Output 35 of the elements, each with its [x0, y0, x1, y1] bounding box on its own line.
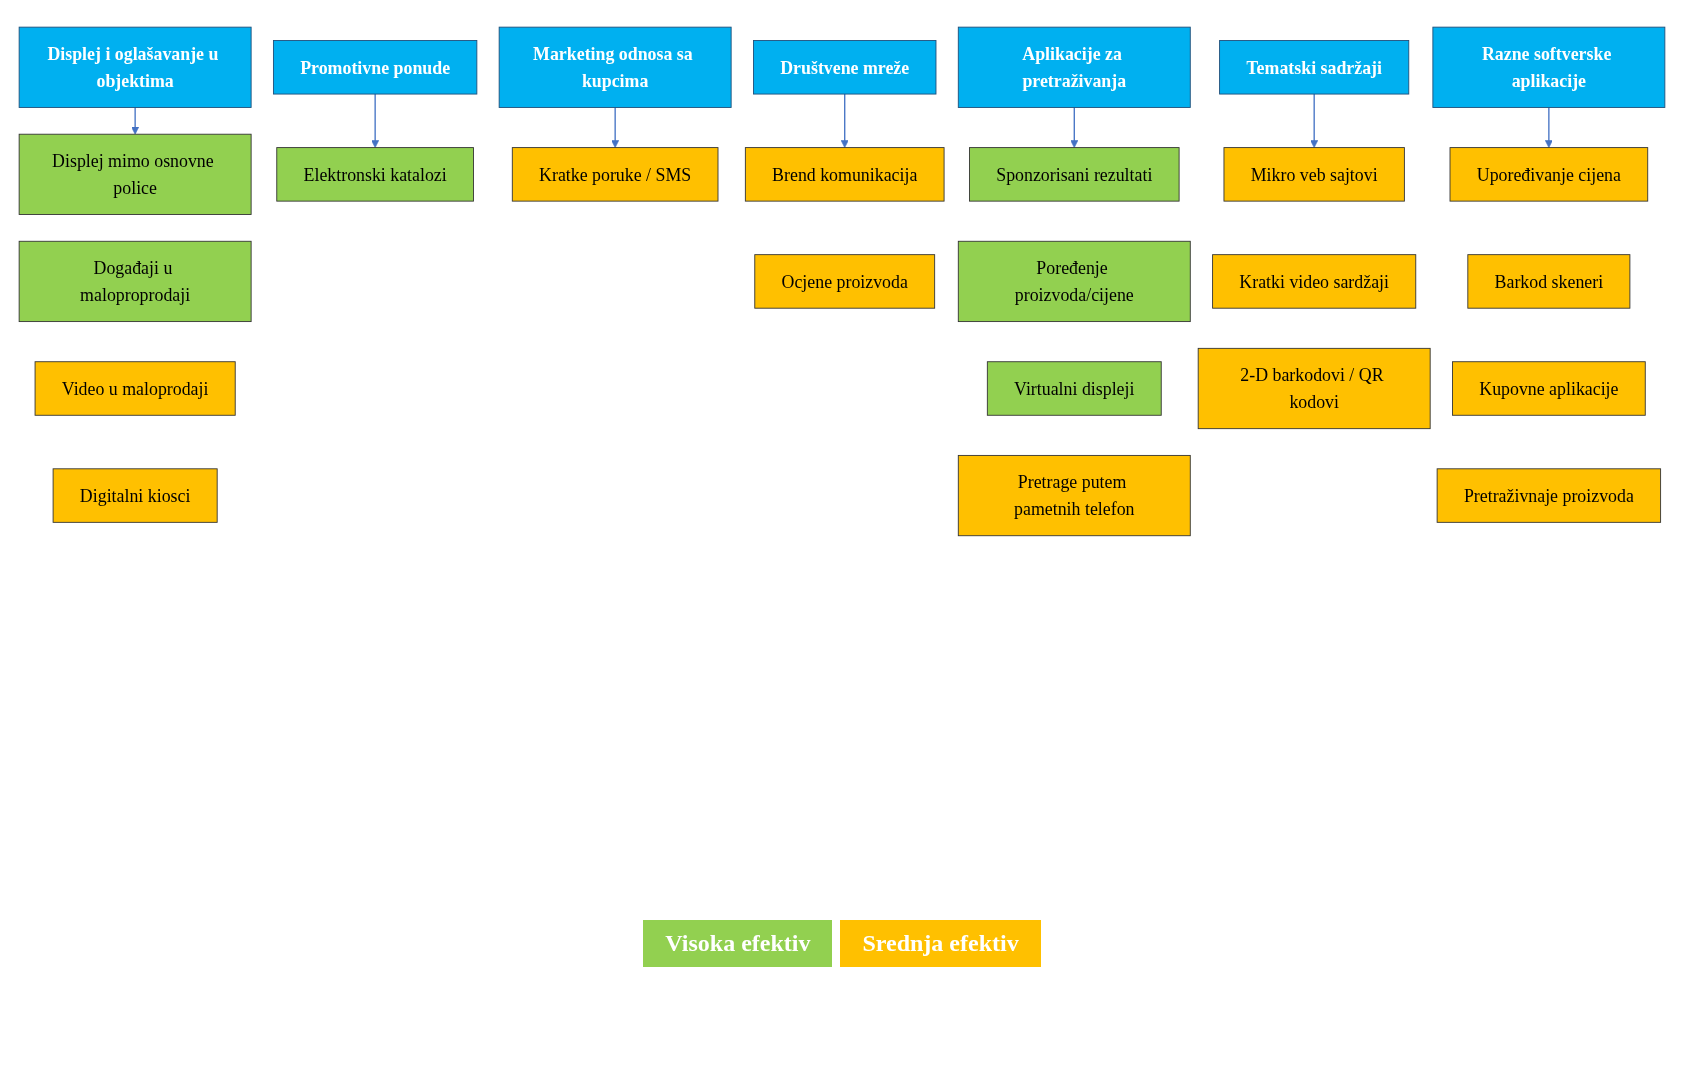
node-box: Video u maloprodaji — [34, 361, 236, 416]
arrow — [611, 106, 620, 148]
arrow — [131, 106, 140, 135]
node-box: Promotivne ponude — [273, 40, 478, 95]
node-box: Ocjene proizvoda — [754, 254, 936, 309]
node-box: Brend komunikacija — [744, 147, 945, 202]
arrow — [840, 93, 849, 148]
node-box: Tematski sadržaji — [1219, 40, 1410, 95]
node-box: Razne softverske aplikacije — [1432, 26, 1666, 108]
node-box: Pretraživnaje proizvoda — [1436, 468, 1662, 523]
node-box: Upoređivanje cijena — [1449, 147, 1649, 202]
node-box: Kratke poruke / SMS — [511, 147, 719, 202]
legend-item: Visoka efektiv — [643, 920, 833, 967]
arrow — [1310, 93, 1319, 148]
node-box: Pretrage putem pametnih telefon — [957, 454, 1191, 537]
node-box: Displej i oglašavanje u objektima — [18, 26, 252, 108]
node-box: Kupovne aplikacije — [1452, 361, 1646, 416]
node-box: Kratki video sardžaji — [1212, 254, 1417, 309]
arrow — [371, 93, 380, 148]
node-box: 2-D barkodovi / QR kodovi — [1197, 347, 1431, 430]
arrow — [1070, 106, 1079, 148]
node-box: Društvene mreže — [753, 40, 937, 95]
node-box: Marketing odnosa sa kupcima — [498, 26, 732, 108]
node-box: Virtualni displeji — [986, 361, 1162, 416]
arrow — [1544, 106, 1553, 148]
node-box: Barkod skeneri — [1467, 254, 1631, 309]
node-box: Aplikacije za pretraživanja — [957, 26, 1191, 108]
node-box: Elektronski katalozi — [276, 147, 474, 202]
node-box: Događaji u maloproprodaji — [18, 240, 252, 323]
node-box: Displej mimo osnovne police — [18, 133, 252, 215]
node-box: Sponzorisani rezultati — [969, 147, 1180, 202]
node-box: Poređenje proizvoda/cijene — [957, 240, 1191, 323]
node-box: Digitalni kiosci — [52, 468, 218, 523]
node-box: Mikro veb sajtovi — [1223, 147, 1405, 202]
legend-item: Srednja efektiv — [840, 920, 1041, 967]
